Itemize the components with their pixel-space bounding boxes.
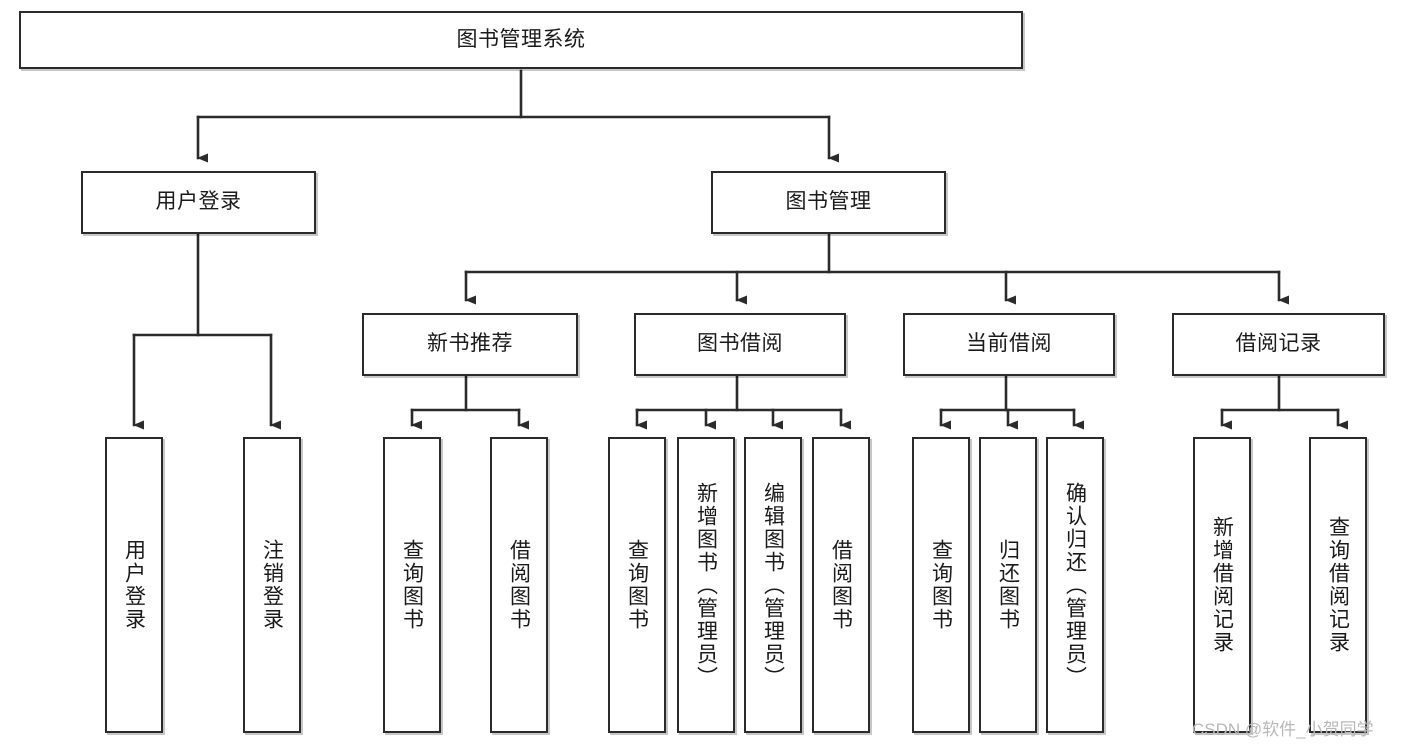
node-label: 当前借阅 bbox=[966, 332, 1052, 356]
node-current-borrow[interactable]: 当前借阅 bbox=[903, 313, 1115, 376]
leaf-query-book-1[interactable]: 查询图书 bbox=[383, 437, 441, 733]
node-label: 新增借阅记录 bbox=[1210, 516, 1234, 654]
node-label: 查询图书 bbox=[400, 539, 424, 631]
node-book-borrow[interactable]: 图书借阅 bbox=[634, 313, 846, 376]
leaf-query-book-3[interactable]: 查询图书 bbox=[912, 437, 970, 733]
node-label: 新增图书（管理员） bbox=[694, 481, 718, 689]
node-book-management[interactable]: 图书管理 bbox=[711, 171, 946, 234]
leaf-query-record[interactable]: 查询借阅记录 bbox=[1309, 437, 1367, 733]
node-label: 借阅图书 bbox=[829, 539, 853, 631]
leaf-return-book[interactable]: 归还图书 bbox=[979, 437, 1037, 733]
node-label: 归还图书 bbox=[996, 539, 1020, 631]
node-label: 图书管理系统 bbox=[456, 27, 586, 51]
node-label: 确认归还（管理员） bbox=[1063, 481, 1087, 689]
leaf-add-record[interactable]: 新增借阅记录 bbox=[1193, 437, 1251, 733]
leaf-user-login[interactable]: 用户登录 bbox=[105, 437, 163, 733]
node-label: 图书管理 bbox=[785, 190, 872, 214]
leaf-add-book[interactable]: 新增图书（管理员） bbox=[677, 437, 735, 733]
node-label: 用户登录 bbox=[155, 190, 242, 214]
node-label: 用户登录 bbox=[122, 539, 146, 631]
node-label: 图书借阅 bbox=[697, 332, 783, 356]
leaf-logout-login[interactable]: 注销登录 bbox=[243, 437, 301, 733]
node-borrow-record[interactable]: 借阅记录 bbox=[1172, 313, 1385, 376]
node-label: 查询图书 bbox=[625, 539, 649, 631]
node-book-management-system[interactable]: 图书管理系统 bbox=[19, 11, 1023, 69]
node-label: 查询图书 bbox=[929, 539, 953, 631]
leaf-edit-book[interactable]: 编辑图书（管理员） bbox=[744, 437, 802, 733]
node-label: 查询借阅记录 bbox=[1326, 516, 1350, 654]
node-label: 注销登录 bbox=[260, 539, 284, 631]
leaf-borrow-book-2[interactable]: 借阅图书 bbox=[812, 437, 870, 733]
node-label: 新书推荐 bbox=[427, 332, 513, 356]
node-user-login[interactable]: 用户登录 bbox=[81, 171, 316, 234]
leaf-query-book-2[interactable]: 查询图书 bbox=[608, 437, 666, 733]
node-new-book-recommend[interactable]: 新书推荐 bbox=[362, 313, 578, 376]
leaf-borrow-book-1[interactable]: 借阅图书 bbox=[490, 437, 548, 733]
node-label: 借阅记录 bbox=[1235, 332, 1322, 356]
node-label: 编辑图书（管理员） bbox=[761, 481, 785, 689]
node-label: 借阅图书 bbox=[507, 539, 531, 631]
leaf-confirm-return[interactable]: 确认归还（管理员） bbox=[1046, 437, 1104, 733]
